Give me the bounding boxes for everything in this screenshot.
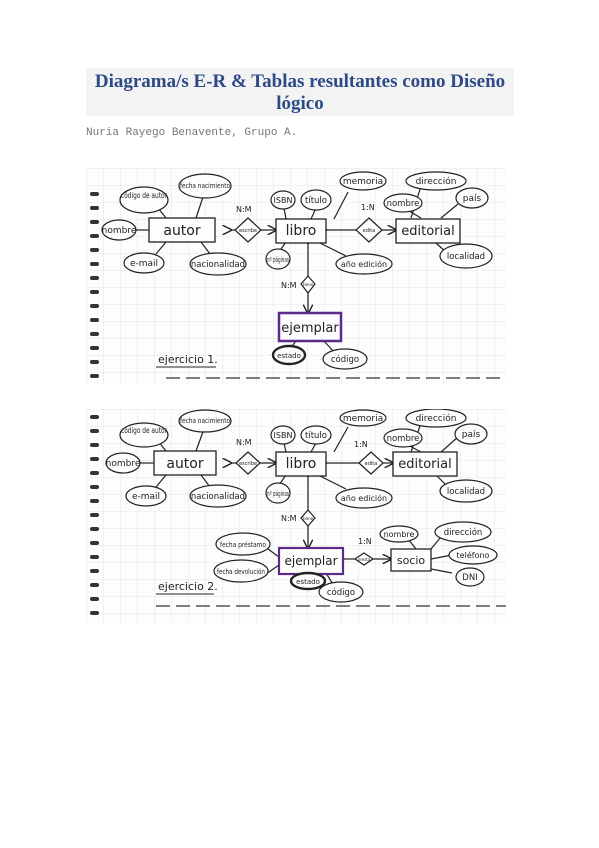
page-title: Diagrama/s E-R & Tablas resultantes como… — [94, 71, 506, 114]
entity-ejemplar-label: ejemplar — [284, 554, 337, 568]
cardinality-libro-editorial: 1:N — [361, 203, 375, 212]
attr-titulo: título — [305, 431, 327, 441]
notebook-spiral — [90, 415, 99, 615]
attr-paginas: nº páginas — [267, 256, 289, 264]
attr-pais: país — [463, 194, 482, 204]
er-diagram-exercise-1: autor libro editorial ejemplar escribe e… — [86, 168, 506, 384]
entity-autor-label: autor — [166, 456, 204, 472]
relationship-edita — [358, 451, 384, 475]
attr-dni: DNI — [462, 573, 477, 583]
attr-direccion-socio: dirección — [444, 527, 483, 538]
relationship-edita-label: edita — [365, 461, 378, 467]
attr-codigo-autor: código de autor — [121, 190, 168, 200]
entity-libro — [275, 451, 327, 477]
attr-fecha-devolucion: fecha devolución — [217, 568, 265, 576]
relationship-tiene-label: tiene — [303, 516, 314, 521]
attr-direccion: dirección — [416, 176, 457, 187]
attr-nombre-socio: nombre — [384, 530, 415, 539]
attr-pais: país — [462, 430, 481, 440]
attr-codigo-autor: código de autor — [121, 425, 168, 435]
attr-email: e-mail — [130, 259, 158, 269]
attr-codigo: código — [327, 587, 355, 598]
relationship-escribe-label: escribe — [239, 461, 257, 467]
entity-editorial-label: editorial — [398, 457, 451, 472]
attr-nombre-editorial: nombre — [387, 434, 420, 444]
relationship-edita-label: edita — [363, 228, 376, 234]
entity-autor — [153, 450, 217, 476]
relationship-edita — [355, 217, 383, 243]
entity-autor-label: autor — [163, 223, 201, 239]
cardinality-autor-libro: N:M — [236, 438, 252, 447]
attr-nacionalidad: nacionalidad — [191, 260, 245, 270]
cardinality-libro-ejemplar: N:M — [281, 514, 297, 523]
entity-autor — [148, 217, 216, 243]
attr-localidad: localidad — [447, 487, 485, 497]
figure-caption: ejercicio 2. — [158, 580, 218, 593]
relationship-tiene — [300, 275, 316, 294]
relationship-escribe — [235, 451, 261, 475]
entity-editorial-label: editorial — [401, 224, 454, 239]
attr-nombre-editorial: nombre — [387, 199, 420, 209]
attr-nacionalidad: nacionalidad — [191, 492, 245, 502]
relationship-tiene-label: tiene — [303, 282, 314, 287]
attr-fecha-nacimiento: fecha nacimiento — [180, 182, 230, 190]
entity-editorial — [392, 451, 458, 477]
relationship-presta — [353, 552, 375, 566]
entity-socio — [390, 548, 432, 572]
figure-caption: ejercicio 1. — [158, 353, 218, 366]
attr-memoria: memoria — [343, 177, 383, 187]
entity-ejemplar — [277, 311, 343, 343]
attr-fecha-nacimiento: fecha nacimiento — [180, 417, 230, 425]
attr-memoria: memoria — [343, 414, 383, 424]
relationship-presta-label: presta — [358, 557, 371, 562]
er-diagram-exercise-2: autor libro editorial ejemplar socio esc… — [86, 409, 506, 623]
attr-email: e-mail — [132, 492, 160, 502]
entity-editorial — [395, 218, 461, 244]
notebook-spiral — [90, 192, 99, 378]
attr-estado: estado — [277, 352, 301, 360]
entity-socio-label: socio — [397, 554, 426, 567]
entity-libro-label: libro — [286, 223, 317, 239]
attr-direccion: dirección — [416, 413, 457, 424]
cardinality-ejemplar-socio: 1:N — [358, 537, 372, 546]
attr-estado: estado — [296, 578, 320, 586]
cardinality-libro-editorial: 1:N — [354, 440, 368, 449]
attr-nombre-autor: nombre — [106, 459, 141, 469]
entity-libro-label: libro — [286, 456, 317, 472]
relationship-tiene — [300, 509, 316, 527]
title-background — [86, 68, 514, 116]
attr-isbn: ISBN — [274, 431, 293, 440]
relationship-escribe-label: escribe — [239, 228, 257, 234]
attr-telefono: teléfono — [457, 550, 490, 560]
attr-codigo: código — [331, 354, 359, 365]
attr-isbn: ISBN — [274, 196, 293, 205]
cardinality-autor-libro: N:M — [236, 205, 252, 214]
attr-anio-edicion: año edición — [341, 493, 387, 503]
entity-libro — [275, 218, 327, 244]
attr-nombre-autor: nombre — [102, 226, 137, 236]
relationship-escribe — [234, 217, 262, 243]
attr-paginas: nº páginas — [267, 490, 289, 498]
attr-localidad: localidad — [447, 252, 485, 262]
author-line: Nuria Rayego Benavente, Grupo A. — [86, 127, 298, 139]
cardinality-libro-ejemplar: N:M — [281, 281, 297, 290]
attr-titulo: título — [305, 196, 327, 206]
entity-ejemplar-label: ejemplar — [281, 321, 339, 336]
attr-fecha-prestamo: fecha préstamo — [220, 541, 266, 549]
attr-anio-edicion: año edición — [341, 259, 387, 269]
